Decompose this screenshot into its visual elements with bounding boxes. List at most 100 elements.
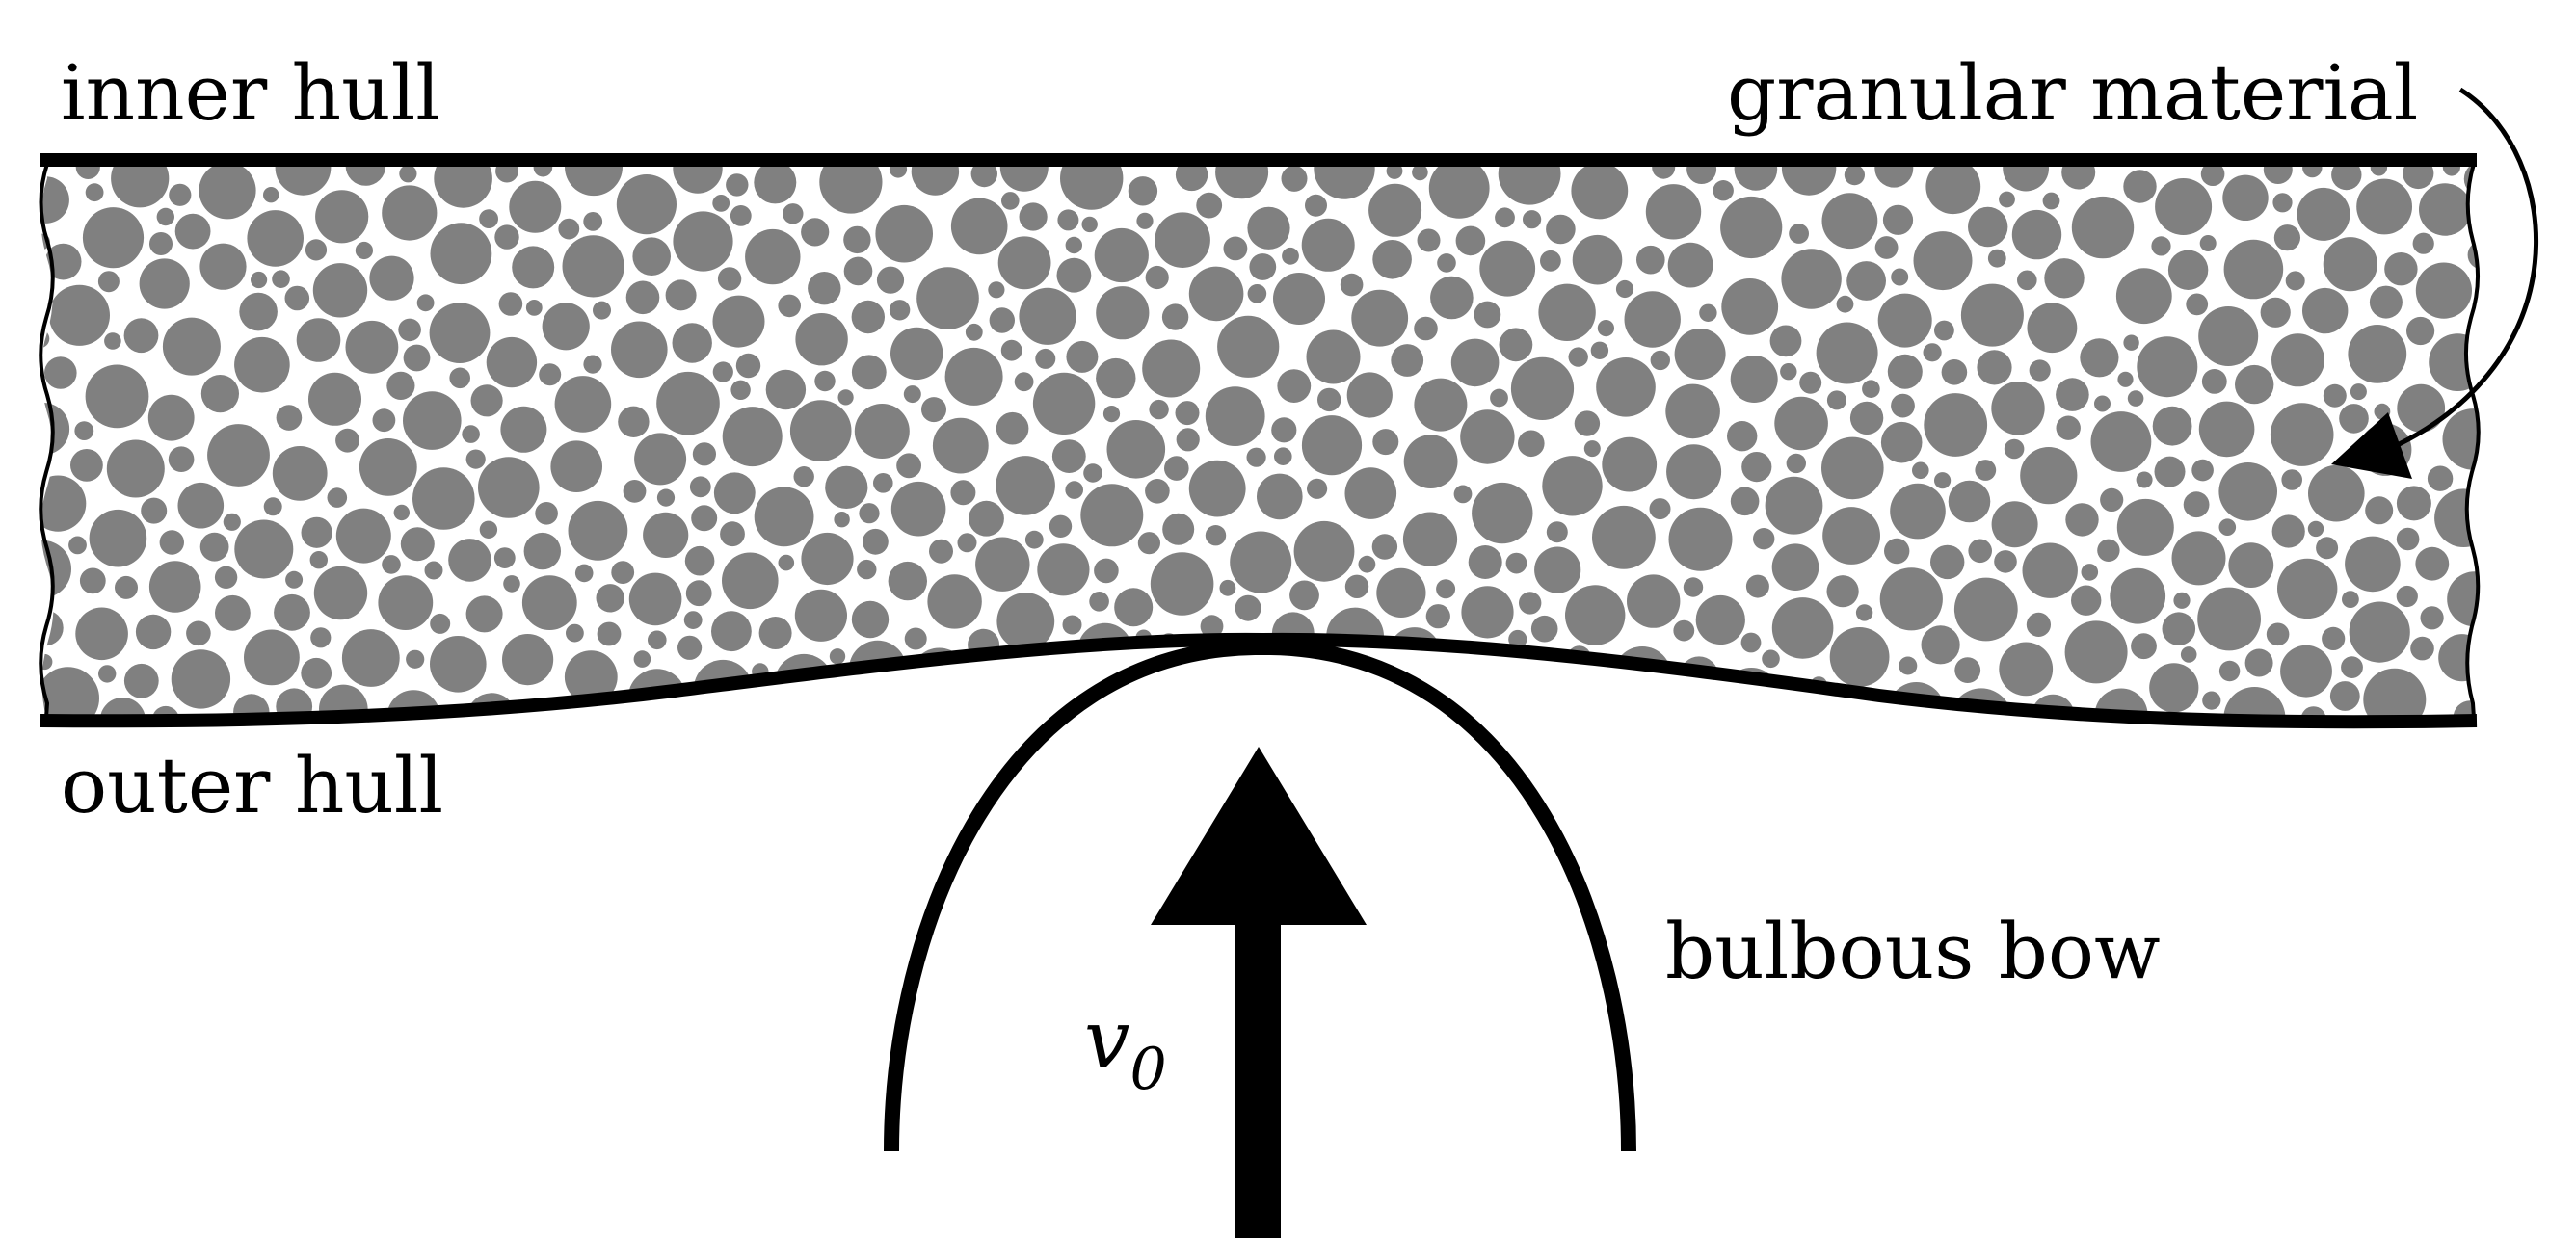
granule [1128,176,1158,206]
granule [1781,164,1837,196]
granule [758,617,792,649]
granule [1774,396,1828,451]
granule [625,280,660,315]
granule [997,236,1051,290]
granule [996,411,1029,445]
granule [1066,340,1099,373]
granule [1142,339,1201,398]
granule [199,532,229,562]
granule [2186,293,2209,316]
granule [975,537,1030,592]
granule [1080,484,1144,547]
granule [1155,212,1210,268]
granule [712,295,765,348]
granule [2438,634,2479,682]
granule [712,361,733,382]
granule [1065,481,1083,499]
granule [1372,429,1399,456]
granule [2151,236,2171,256]
granule [40,274,52,295]
granule [904,627,927,650]
granule [2090,411,2152,472]
granule [677,635,703,660]
granule [284,285,310,311]
granule [223,513,241,531]
granule [834,512,850,528]
granule [1474,301,1501,329]
granule [1740,632,1762,653]
granule [1402,512,1458,566]
granule [950,198,1008,255]
granule [533,164,553,177]
granule [726,173,749,197]
granule [2117,371,2134,387]
granule [1412,164,1428,181]
granule [1428,164,1490,219]
granule [611,561,635,584]
granule [1727,421,1758,452]
granule [593,301,611,320]
granule [382,185,438,241]
granule [2110,567,2166,624]
granule [1436,579,1456,599]
granule [1150,552,1214,616]
granule [2171,531,2226,586]
granule [618,406,650,437]
granule [1468,545,1502,579]
granule [478,457,540,518]
granule [2342,591,2359,608]
granule [500,406,547,453]
granule [1037,543,1090,596]
granule [996,593,1055,650]
granule [1024,530,1044,549]
granule [1730,356,1778,403]
granule [313,566,368,620]
granule [1472,482,1533,544]
granule [2042,192,2060,210]
granule [2011,209,2062,260]
granule [1376,567,1426,619]
granule [156,207,174,226]
granule [1461,586,1514,639]
granule [730,205,752,226]
granule [986,657,1044,715]
granule [1950,688,2012,720]
granule [1565,585,1626,645]
granule [272,270,290,289]
granule [643,512,689,559]
granule [1219,699,1250,720]
granule [778,554,795,571]
granule [301,657,332,689]
granule [916,267,979,329]
granule [1223,236,1248,261]
granule [2056,378,2089,411]
granule [1019,202,1048,231]
granule [1499,328,1533,362]
granule [1769,325,1802,357]
granule [1888,682,1945,720]
granule [965,323,983,341]
granule [1890,483,1946,540]
granule [929,539,953,564]
granule [85,183,104,202]
granule [596,584,624,613]
granule [2149,663,2199,713]
granule [1230,531,1292,593]
granule [2198,306,2259,366]
granule [1855,604,1873,621]
granule [2044,258,2085,299]
granule [285,570,304,589]
granule [335,428,359,453]
granule [2027,303,2078,354]
granule [48,284,110,346]
granule [2323,383,2347,408]
granule [1538,283,1596,341]
granule [1205,386,1265,446]
granule [412,467,475,530]
granule [863,528,889,555]
granule [327,487,348,508]
granule [2270,403,2334,466]
granule [1822,507,1880,565]
granule [2152,406,2192,446]
granule [106,439,165,498]
